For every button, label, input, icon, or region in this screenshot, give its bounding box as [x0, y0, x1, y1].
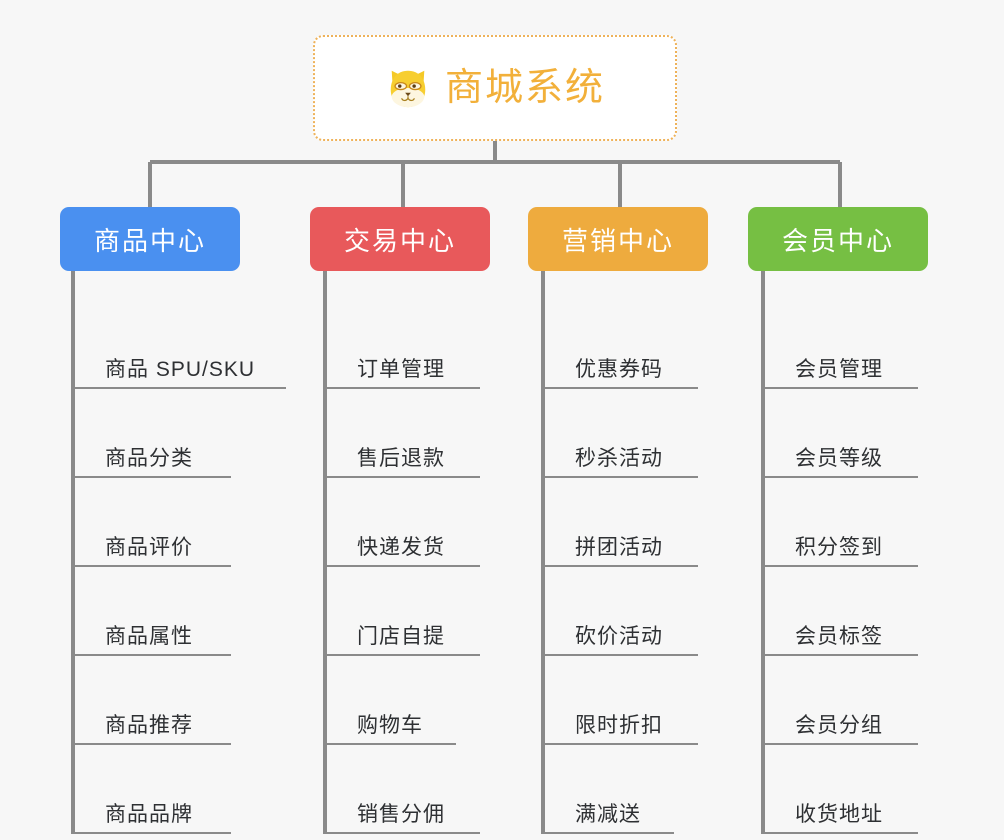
leaf-item[interactable]: 快递发货	[325, 478, 555, 567]
leaf-item[interactable]: 商品品牌	[73, 745, 303, 834]
leaf-item-underline	[325, 565, 480, 567]
leaf-item-label: 满减送	[575, 802, 641, 826]
category-label: 会员中心	[781, 225, 894, 256]
leaf-item[interactable]: 商品属性	[73, 567, 303, 656]
leaf-item-label: 商品属性	[105, 624, 193, 648]
leaf-item-underline	[73, 387, 286, 389]
leaf-item-label: 拼团活动	[575, 535, 663, 559]
leaf-item[interactable]: 商品 SPU/SKU	[73, 300, 303, 389]
leaf-item-label: 会员标签	[795, 624, 883, 648]
leaf-item-underline	[763, 654, 918, 656]
leaf-item-label: 购物车	[357, 713, 423, 737]
leaf-item[interactable]: 商品分类	[73, 389, 303, 478]
leaf-item-label: 快递发货	[357, 535, 445, 559]
leaf-item[interactable]: 销售分佣	[325, 745, 555, 834]
leaf-item[interactable]: 会员管理	[763, 300, 993, 389]
leaf-item[interactable]: 会员等级	[763, 389, 993, 478]
leaf-item-label: 商品推荐	[105, 713, 193, 737]
leaf-item-label: 砍价活动	[575, 624, 663, 648]
leaf-item[interactable]: 砍价活动	[543, 567, 773, 656]
leaf-item[interactable]: 积分签到	[763, 478, 993, 567]
leaf-item-underline	[763, 832, 918, 834]
leaf-item[interactable]: 购物车	[325, 656, 555, 745]
leaf-item-label: 商品评价	[105, 535, 193, 559]
leaf-item-label: 优惠券码	[575, 357, 663, 381]
leaf-item-label: 订单管理	[357, 357, 445, 381]
leaf-item-underline	[543, 743, 698, 745]
root-title: 商城系统	[444, 67, 605, 109]
leaf-item-underline	[325, 476, 480, 478]
leaf-item-label: 销售分佣	[357, 802, 445, 826]
leaf-item-underline	[73, 565, 231, 567]
leaf-item-underline	[325, 743, 456, 745]
leaf-item-underline	[763, 387, 918, 389]
category-label: 营销中心	[561, 225, 674, 256]
leaf-item[interactable]: 售后退款	[325, 389, 555, 478]
leaf-item-underline	[763, 565, 918, 567]
leaf-item[interactable]: 收货地址	[763, 745, 993, 834]
category-box-product-center[interactable]: 商品中心	[60, 207, 240, 271]
leaf-item[interactable]: 订单管理	[325, 300, 555, 389]
leaf-item-label: 商品 SPU/SKU	[105, 357, 256, 381]
leaf-item-underline	[73, 476, 231, 478]
leaf-item[interactable]: 会员分组	[763, 656, 993, 745]
leaf-item-label: 收货地址	[795, 802, 883, 826]
leaf-item-label: 会员管理	[795, 357, 883, 381]
leaf-item-label: 商品品牌	[105, 802, 193, 826]
category-label: 商品中心	[93, 225, 206, 256]
leaf-item-underline	[543, 387, 698, 389]
leaf-item[interactable]: 限时折扣	[543, 656, 773, 745]
leaf-item[interactable]: 秒杀活动	[543, 389, 773, 478]
leaf-item-underline	[763, 476, 918, 478]
leaf-item-underline	[325, 387, 480, 389]
leaf-item-underline	[543, 476, 698, 478]
category-box-trade-center[interactable]: 交易中心	[310, 207, 490, 271]
root-node[interactable]: 商城系统	[313, 35, 677, 141]
leaf-column-marketing-center: 优惠券码秒杀活动拼团活动砍价活动限时折扣满减送	[543, 300, 773, 834]
category-label: 交易中心	[343, 225, 456, 256]
leaf-item[interactable]: 优惠券码	[543, 300, 773, 389]
category-box-marketing-center[interactable]: 营销中心	[528, 207, 708, 271]
leaf-item-underline	[73, 743, 231, 745]
leaf-item-underline	[325, 654, 480, 656]
shiba-dog-face-icon	[390, 70, 426, 108]
leaf-column-trade-center: 订单管理售后退款快递发货门店自提购物车销售分佣	[325, 300, 555, 834]
leaf-item-label: 商品分类	[105, 446, 193, 470]
leaf-item-underline	[543, 565, 698, 567]
leaf-item-label: 门店自提	[357, 624, 445, 648]
leaf-item[interactable]: 满减送	[543, 745, 773, 834]
leaf-item-label: 积分签到	[795, 535, 883, 559]
leaf-item-underline	[763, 743, 918, 745]
leaf-item-underline	[73, 654, 231, 656]
leaf-column-member-center: 会员管理会员等级积分签到会员标签会员分组收货地址	[763, 300, 993, 834]
leaf-item[interactable]: 商品评价	[73, 478, 303, 567]
leaf-item[interactable]: 拼团活动	[543, 478, 773, 567]
leaf-item-underline	[543, 654, 698, 656]
leaf-item[interactable]: 会员标签	[763, 567, 993, 656]
category-box-member-center[interactable]: 会员中心	[748, 207, 928, 271]
leaf-item-label: 售后退款	[357, 446, 445, 470]
leaf-item[interactable]: 门店自提	[325, 567, 555, 656]
leaf-item-label: 会员等级	[795, 446, 883, 470]
leaf-item-label: 限时折扣	[575, 713, 663, 737]
leaf-item-underline	[543, 832, 674, 834]
leaf-column-product-center: 商品 SPU/SKU 商品分类商品评价商品属性商品推荐商品品牌	[73, 300, 303, 834]
leaf-item-underline	[325, 832, 480, 834]
leaf-item[interactable]: 商品推荐	[73, 656, 303, 745]
leaf-item-label: 会员分组	[795, 713, 883, 737]
leaf-item-label: 秒杀活动	[575, 446, 663, 470]
leaf-item-underline	[73, 832, 231, 834]
